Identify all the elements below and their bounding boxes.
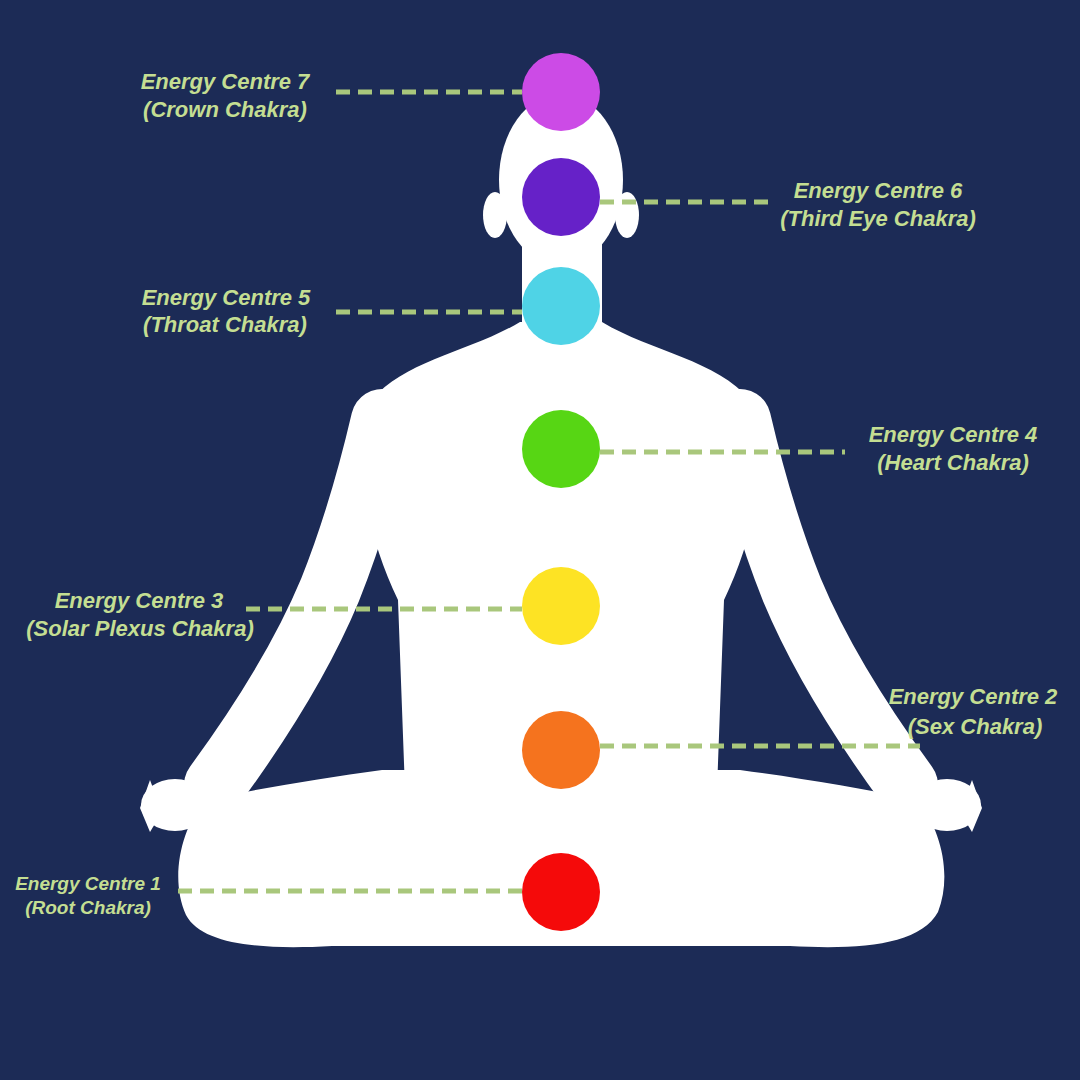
crossed-legs xyxy=(178,770,944,947)
energy-centre-label: Energy Centre 5 xyxy=(142,286,311,310)
throat-chakra-dot xyxy=(522,267,600,345)
third-eye-chakra-dot xyxy=(522,158,600,236)
finger xyxy=(960,780,982,832)
leader-line xyxy=(600,450,845,455)
energy-centre-label: Energy Centre 4 xyxy=(869,423,1038,447)
energy-centre-label: Energy Centre 1 xyxy=(15,874,161,895)
leader-line xyxy=(178,889,522,894)
leader-line xyxy=(600,200,770,205)
leader-line xyxy=(336,90,522,95)
chakra-name-label: (Solar Plexus Chakra) xyxy=(26,617,253,641)
chakra-name-label: (Third Eye Chakra) xyxy=(780,207,976,231)
energy-centre-label: Energy Centre 7 xyxy=(141,70,310,94)
energy-centre-label: Energy Centre 3 xyxy=(55,589,224,613)
leader-line xyxy=(246,607,522,612)
heart-chakra-dot xyxy=(522,410,600,488)
energy-centre-label: Energy Centre 2 xyxy=(889,685,1058,709)
chakra-name-label: (Throat Chakra) xyxy=(143,313,307,337)
crown-chakra-dot xyxy=(522,53,600,131)
leader-line xyxy=(336,310,522,315)
meditating-silhouette xyxy=(140,94,982,947)
root-chakra-dot xyxy=(522,853,600,931)
finger xyxy=(140,780,162,832)
chakra-name-label: (Sex Chakra) xyxy=(908,715,1043,739)
chakra-name-label: (Heart Chakra) xyxy=(877,451,1029,475)
leader-line xyxy=(600,744,920,749)
chakra-circles xyxy=(522,53,600,931)
chakra-name-label: (Root Chakra) xyxy=(25,898,151,919)
sacral-chakra-dot xyxy=(522,711,600,789)
ear xyxy=(615,192,639,238)
torso xyxy=(361,322,760,790)
ear xyxy=(483,192,507,238)
arm xyxy=(215,420,382,785)
chakra-name-label: (Crown Chakra) xyxy=(143,98,307,122)
solar-plexus-chakra-dot xyxy=(522,567,600,645)
energy-centre-label: Energy Centre 6 xyxy=(794,179,963,203)
